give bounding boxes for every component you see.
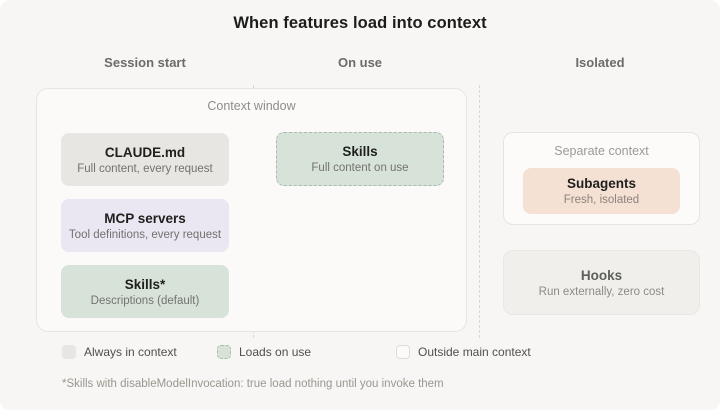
feature-title: Subagents — [566, 176, 636, 191]
feature-subtitle: Full content, every request — [77, 162, 213, 175]
legend-swatch-green-dashed-icon — [217, 345, 231, 359]
feature-title: CLAUDE.md — [104, 144, 186, 160]
feature-box-subagents: Subagents Fresh, isolated — [523, 168, 680, 214]
legend-label: Outside main context — [418, 345, 531, 359]
legend-label: Always in context — [84, 345, 177, 359]
diagram-title: When features load into context — [233, 14, 487, 32]
context-window-box: Context window CLAUDE.md Full content, e… — [36, 88, 467, 332]
feature-subtitle: Tool definitions, every request — [68, 228, 222, 241]
feature-title: Skills* — [124, 276, 166, 292]
feature-subtitle: Full content on use — [311, 162, 409, 174]
legend-item-outside-main-context: Outside main context — [396, 345, 531, 359]
legend-swatch-outline-icon — [396, 345, 410, 359]
feature-box-claude-md: CLAUDE.md Full content, every request — [61, 133, 229, 186]
feature-title: Hooks — [580, 267, 623, 283]
column-divider-onuse-isolated — [479, 85, 480, 338]
column-header-on-use: On use — [337, 55, 383, 70]
feature-title: Skills — [342, 144, 378, 159]
legend-item-loads-on-use: Loads on use — [217, 345, 311, 359]
feature-box-hooks: Hooks Run externally, zero cost — [503, 250, 700, 315]
legend-swatch-gray-icon — [62, 345, 76, 359]
column-header-isolated: Isolated — [575, 55, 625, 70]
separate-context-box: Separate context Subagents Fresh, isolat… — [503, 132, 700, 225]
legend-label: Loads on use — [239, 345, 312, 359]
legend-item-always-in-context: Always in context — [62, 345, 177, 359]
feature-subtitle: Fresh, isolated — [563, 194, 640, 206]
separate-context-label: Separate context — [554, 144, 649, 158]
column-header-session-start: Session start — [104, 55, 186, 70]
feature-subtitle: Descriptions (default) — [90, 294, 200, 307]
feature-title: MCP servers — [104, 210, 186, 226]
feature-box-skills-on-use: Skills Full content on use — [276, 132, 444, 186]
context-window-label: Context window — [207, 99, 296, 113]
feature-box-skills-descriptions: Skills* Descriptions (default) — [61, 265, 229, 318]
feature-box-mcp-servers: MCP servers Tool definitions, every requ… — [61, 199, 229, 252]
feature-subtitle: Run externally, zero cost — [538, 285, 665, 298]
footnote: *Skills with disableModelInvocation: tru… — [62, 378, 444, 390]
